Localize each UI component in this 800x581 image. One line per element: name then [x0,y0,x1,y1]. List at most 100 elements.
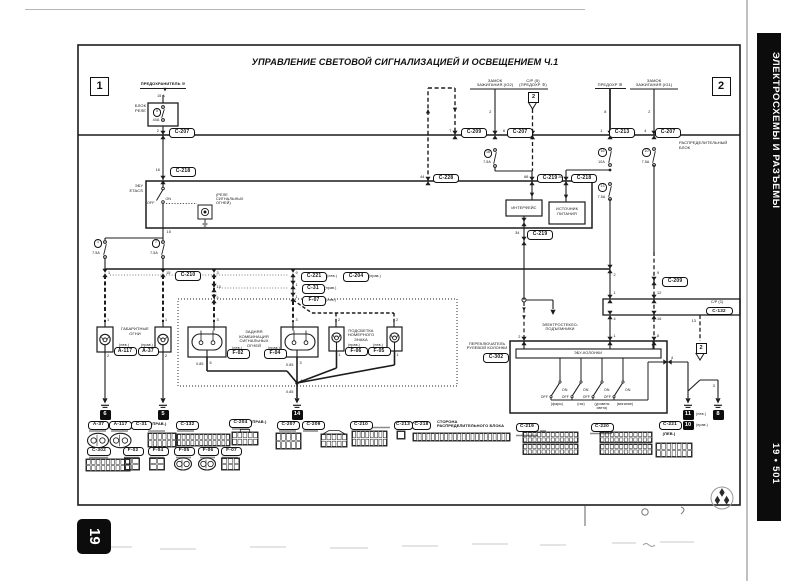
gauge-gnd: 0.85 [286,389,294,394]
column-ecu-label: ЭБУ-КОЛОНКИ [573,350,603,355]
power-source-label: ИСТОЧНИК ПИТАНИЯ [556,206,578,216]
pin-r13: 13 [691,318,696,323]
bc-f07: F-07 [221,446,242,457]
bc-f06: F-06 [197,446,219,457]
pin-sw4: 4 [671,355,674,360]
section-marker-2: 2 [711,76,731,96]
pin-comboR3: 3 [295,317,298,322]
bc-c31: C-31 [131,420,152,431]
pin-r16: 16 [657,317,662,321]
pin-r1: 1 [613,290,616,295]
bc-f04: F-04 [147,446,169,457]
gnd-8: 8 [712,410,724,420]
bc-c207: C-207 [277,420,300,431]
bc-c31-side: (ПРАВ.) [151,420,167,426]
chip-c219a: C-219 [537,173,563,184]
pin-c218b: 26 [558,174,563,179]
page-title: УПРАВЛЕНИЕ СВЕТОВОЙ СИГНАЛИЗАЦИЕЙ И ОСВЕ… [251,56,559,67]
side-f05: (лев.) [373,342,383,347]
interface-label: ИНТЕРФЕЙС [511,204,537,210]
fusepair7-num: 7 [151,239,161,248]
chip-c209b: C-209 [662,277,688,287]
pin-licR1: 1 [396,353,399,357]
fusepair7-amp: 7.5А [150,250,158,255]
chip-f02: F-02 [226,349,250,359]
gauge-combo-r: 0.85 [286,363,294,367]
chip-c132: C-132 [705,306,733,316]
fuse10b-amp: 7.5А [641,159,650,164]
pin-drop3: 3 [216,270,219,275]
bc-a37: A-37 [88,420,109,431]
relay-fuse-amp: 40А [152,117,160,122]
offpage-2b: 2 [695,343,707,354]
right-feeds [565,88,678,341]
pin-licL1: 1 [338,353,341,357]
pin-c31: 1 [295,282,298,287]
chip-f04: F-04 [263,349,287,359]
chip-f06: F-06 [344,346,368,357]
signal-relay-label: (РЕЛЕ СИГНАЛЬНЫХ ОГНЕЙ) [216,192,244,206]
sidebar-page-ref: 19 • 501 [770,443,781,485]
jb-lower-strip [602,264,741,361]
pin-r4: 4 [613,317,616,321]
bc-f05: F-05 [173,446,195,457]
bc-c221: C-221 [658,420,682,431]
sw-off-4: OFF [603,394,611,399]
relay-on: ON [165,196,172,201]
fuse16a-num: 16 [483,149,493,158]
chip-c218a: C-218 [170,167,196,177]
relay-block-label: БЛОК РЕЛЕ [134,103,146,113]
pin-c219a: 68 [524,174,529,179]
pin-f07: 1 [295,294,298,299]
pin-c218a: 16 [155,168,160,172]
bc-c132: C-132 [176,420,199,431]
fusepair1-amp: 7.5А [92,250,100,255]
etacs-label: ЭБУ ETACS [129,183,143,193]
pin-c219b: 34 [515,230,520,235]
pin-drop1: 1 [108,270,111,275]
fuse-label: ПРЕДОХРАНИТЕЛЬ ⑩ [140,80,186,86]
fuse13-num: 13 [598,183,607,192]
rear-combination-lamps [187,322,319,384]
side-c31: (прав.) [324,285,337,290]
fusepair1-num: 1 [93,239,103,248]
pin-lampL2: 2 [107,354,110,358]
sw-off-1: OFF [540,394,548,399]
relay-off: OFF [147,201,155,205]
fuse16b-num: 16 [598,148,607,157]
pin-c207c: 4 [644,128,647,133]
sidebar-band: ЭЛЕКТРОСХЕМЫ И РАЗЪЕМЫ 19 • 501 [757,33,781,521]
pos-lamp-label: ГАБАРИТНЫЕ ОГНИ [121,326,149,336]
pin-lampL1: 1 [107,317,110,322]
side-f06: (прав.) [348,342,360,347]
gauge-combo-l: 0.85 [196,361,204,366]
pin-drop5: 5 [216,295,219,300]
sw-func-4: (мигание) [616,401,634,406]
page-number: 19 [86,528,103,545]
chip-c204: C-204 [343,272,369,282]
bc-c218: C-218 [412,420,431,431]
cp5-label: C/P (5) (ПРЕДОХР ③) [519,77,547,88]
offpage-2a: 2 [528,92,539,103]
pin-r8: 8 [657,334,660,338]
chip-c219b: C-219 [527,230,553,240]
combo-label: ЗАДНЯЯ КОМБИНАЦИЯ СИГНАЛЬНЫХ ОГНЕЙ [239,329,269,349]
bc-c204-side: (ПРАВ.) [251,418,267,424]
page-frame [77,44,741,506]
pin-c209b: 9 [657,271,660,275]
pin-sw2: 2 [518,335,521,339]
side-c204: (прав.) [369,273,381,278]
brand-logo [710,486,734,510]
column-switch [509,340,722,414]
side-f04: (прав.) [268,345,280,350]
pin-c209a: 7 [449,128,452,133]
ig1-label: ЗАМОК ЗАЖИГАНИЯ (IG1) [635,77,673,88]
connector-pinouts-panel [85,426,693,472]
scan-artifacts [25,0,748,581]
bc-a117: A-117 [109,420,132,431]
pin-c207b: 6 [503,128,506,133]
bc-c302: C-302 [87,446,111,457]
side-f02: (лев.) [232,345,242,350]
license-plate-lamps [292,299,403,408]
pin-etacs15: 15 [166,230,171,234]
